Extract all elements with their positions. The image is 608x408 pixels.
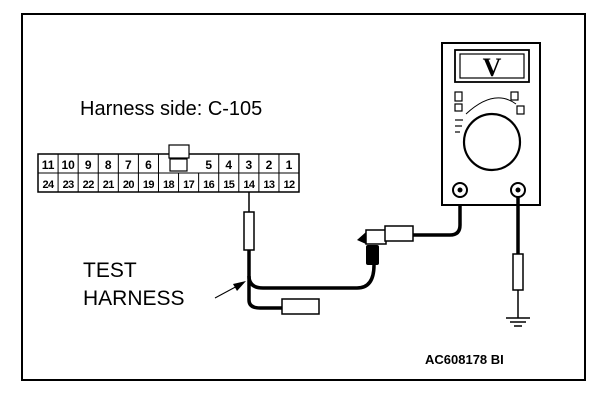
range-marker-tl <box>454 91 463 102</box>
open-lead-connector <box>281 298 320 315</box>
ground-probe-handle <box>512 253 524 291</box>
positive-lead-wire <box>413 195 462 237</box>
terminal-bottom-23: 23 <box>63 179 75 191</box>
test-harness-label-line2: HARNESS <box>83 287 185 310</box>
terminal-bottom-19: 19 <box>143 179 155 191</box>
test-harness-label-line1: TEST <box>83 259 137 282</box>
terminal-top-6: 6 <box>145 158 152 172</box>
terminal-bottom-21: 21 <box>103 179 115 191</box>
terminal-bottom-13: 13 <box>263 179 275 191</box>
terminal-top-4: 4 <box>225 158 232 172</box>
test-harness-pointer-arrowhead <box>233 281 246 291</box>
range-marker-l <box>454 103 463 112</box>
range-arc <box>465 97 517 115</box>
clip-body <box>365 229 387 245</box>
terminal-bottom-17: 17 <box>183 179 195 191</box>
clip-jaw <box>357 232 366 244</box>
terminal-top-10: 10 <box>61 158 75 172</box>
figure-id: AC608178 BI <box>425 352 504 367</box>
plug-sleeve <box>384 225 414 242</box>
terminal-bottom-14: 14 <box>243 179 256 191</box>
terminal-bottom-24: 24 <box>43 179 56 191</box>
terminal-bottom-12: 12 <box>283 179 295 191</box>
terminal-bottom-18: 18 <box>163 179 175 191</box>
terminal-bottom-16: 16 <box>203 179 215 191</box>
positive-terminal-core <box>457 187 463 193</box>
negative-terminal-core <box>515 187 521 193</box>
terminal-top-9: 9 <box>85 158 92 172</box>
range-marker-r <box>516 105 525 115</box>
terminal-top-5: 5 <box>205 158 212 172</box>
probe-sleeve <box>243 211 255 251</box>
terminal-top-1: 1 <box>286 158 293 172</box>
terminal-top-3: 3 <box>245 158 252 172</box>
connector-lock-window <box>169 158 188 172</box>
terminal-top-2: 2 <box>266 158 273 172</box>
connector-lock-tab <box>168 144 190 159</box>
harness-side-label: Harness side: C-105 <box>80 98 262 120</box>
harness-wire-to-meter <box>247 250 376 290</box>
terminal-bottom-20: 20 <box>123 179 135 191</box>
diagram-frame <box>21 13 586 381</box>
terminal-top-8: 8 <box>105 158 112 172</box>
voltmeter-display-text: V <box>483 53 502 82</box>
terminal-top-7: 7 <box>125 158 132 172</box>
harness-wire-open-lead <box>247 276 283 310</box>
selector-dial <box>462 112 522 172</box>
test-harness <box>214 192 376 315</box>
meter-lead-plug <box>357 195 462 265</box>
range-marker-tr <box>510 91 519 101</box>
terminal-bottom-22: 22 <box>83 179 95 191</box>
alligator-clip <box>366 245 379 265</box>
terminal-bottom-15: 15 <box>223 179 235 191</box>
ground-lead <box>506 197 530 327</box>
voltmeter-display-inner <box>459 53 525 79</box>
voltmeter: V <box>441 42 541 206</box>
terminal-top-11: 11 <box>42 158 55 172</box>
